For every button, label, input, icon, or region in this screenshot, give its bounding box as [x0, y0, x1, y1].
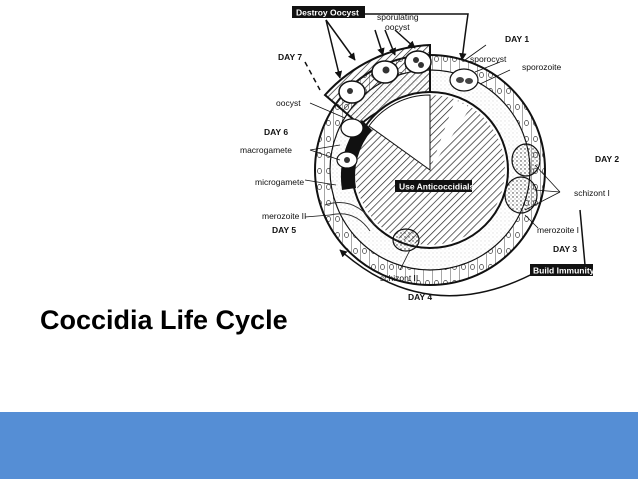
- sporozoite-label: sporozoite: [522, 62, 561, 72]
- merozoite-1-label: merozoite I: [537, 225, 579, 235]
- schizont-2-label: schizont II: [380, 273, 418, 283]
- build-immunity-box: [530, 264, 593, 276]
- day-2-label: DAY 2: [595, 154, 619, 164]
- destroy-oocyst-label: Destroy Oocyst: [296, 8, 359, 18]
- schizont-1-label: schizont I: [574, 188, 610, 198]
- day-7-label: DAY 7: [278, 52, 302, 62]
- control-band: [340, 120, 372, 190]
- leader-lines: [304, 44, 561, 271]
- oocyst-label: oocyst: [276, 98, 301, 108]
- destroy-oocyst-box: [292, 6, 365, 18]
- oocyst-top-label: oocyst: [385, 22, 410, 32]
- inner-disc: [351, 91, 509, 249]
- sporocyst-label: sporocyst: [470, 54, 507, 64]
- day-3-label: DAY 3: [553, 244, 577, 254]
- footer-bar: [0, 412, 638, 479]
- macrogamete-label: macrogamete: [240, 145, 292, 155]
- microgamete-label: microgamete: [255, 177, 304, 187]
- build-immunity-label: Build Immunity: [533, 266, 595, 276]
- day-4-label: DAY 4: [408, 292, 432, 302]
- slide-title: Coccidia Life Cycle: [40, 305, 288, 335]
- day-1-label: DAY 1: [505, 34, 529, 44]
- merozoite-2-label: merozoite II: [262, 211, 306, 221]
- coccidia-life-cycle-diagram: Destroy Oocyst Use Anticoccidials Build …: [240, 6, 619, 302]
- day-6-label: DAY 6: [264, 127, 288, 137]
- cycle-arrows: [304, 13, 586, 297]
- oocyst-images: [338, 50, 432, 104]
- sporulating-label: sporulating: [377, 12, 419, 22]
- use-anticoccidials-label: Use Anticoccidials: [399, 182, 475, 192]
- day-5-label: DAY 5: [272, 225, 296, 235]
- stage-clusters: [324, 68, 541, 252]
- use-anticoccidials-box: [395, 180, 472, 192]
